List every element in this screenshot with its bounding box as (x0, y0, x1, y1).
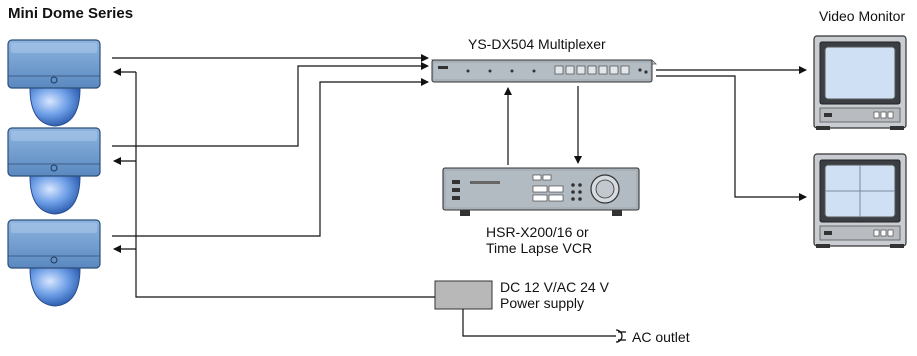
video-monitor-2 (813, 153, 907, 249)
vcr-label-line-1: HSR-X200/16 or (486, 224, 589, 240)
diagram-title: Mini Dome Series (8, 5, 134, 22)
ac-outlet-label: AC outlet (632, 329, 690, 345)
camera-3 (7, 219, 101, 307)
connection-lines (112, 54, 807, 337)
camera-3-video-line (112, 78, 429, 237)
time-lapse-vcr (442, 167, 640, 216)
camera-1 (7, 39, 101, 127)
vcr-label-line-2: Time Lapse VCR (486, 240, 593, 256)
camera-2-video-line (112, 62, 429, 147)
power-supply-label-line-2: Power supply (500, 295, 585, 311)
video-monitor-label: Video Monitor (819, 8, 906, 24)
power-supply (434, 280, 493, 310)
multiplexer-label: YS-DX504 Multiplexer (468, 36, 606, 52)
ac-cord-line (462, 309, 612, 337)
power-supply-label-line-1: DC 12 V/AC 24 V (500, 279, 609, 295)
multiplexer (431, 59, 657, 83)
video-monitor-1 (813, 35, 907, 131)
ac-plug-icon (612, 329, 626, 343)
camera-2 (7, 127, 101, 215)
power-bus-line (135, 72, 435, 298)
monitor-2-line (656, 75, 807, 201)
